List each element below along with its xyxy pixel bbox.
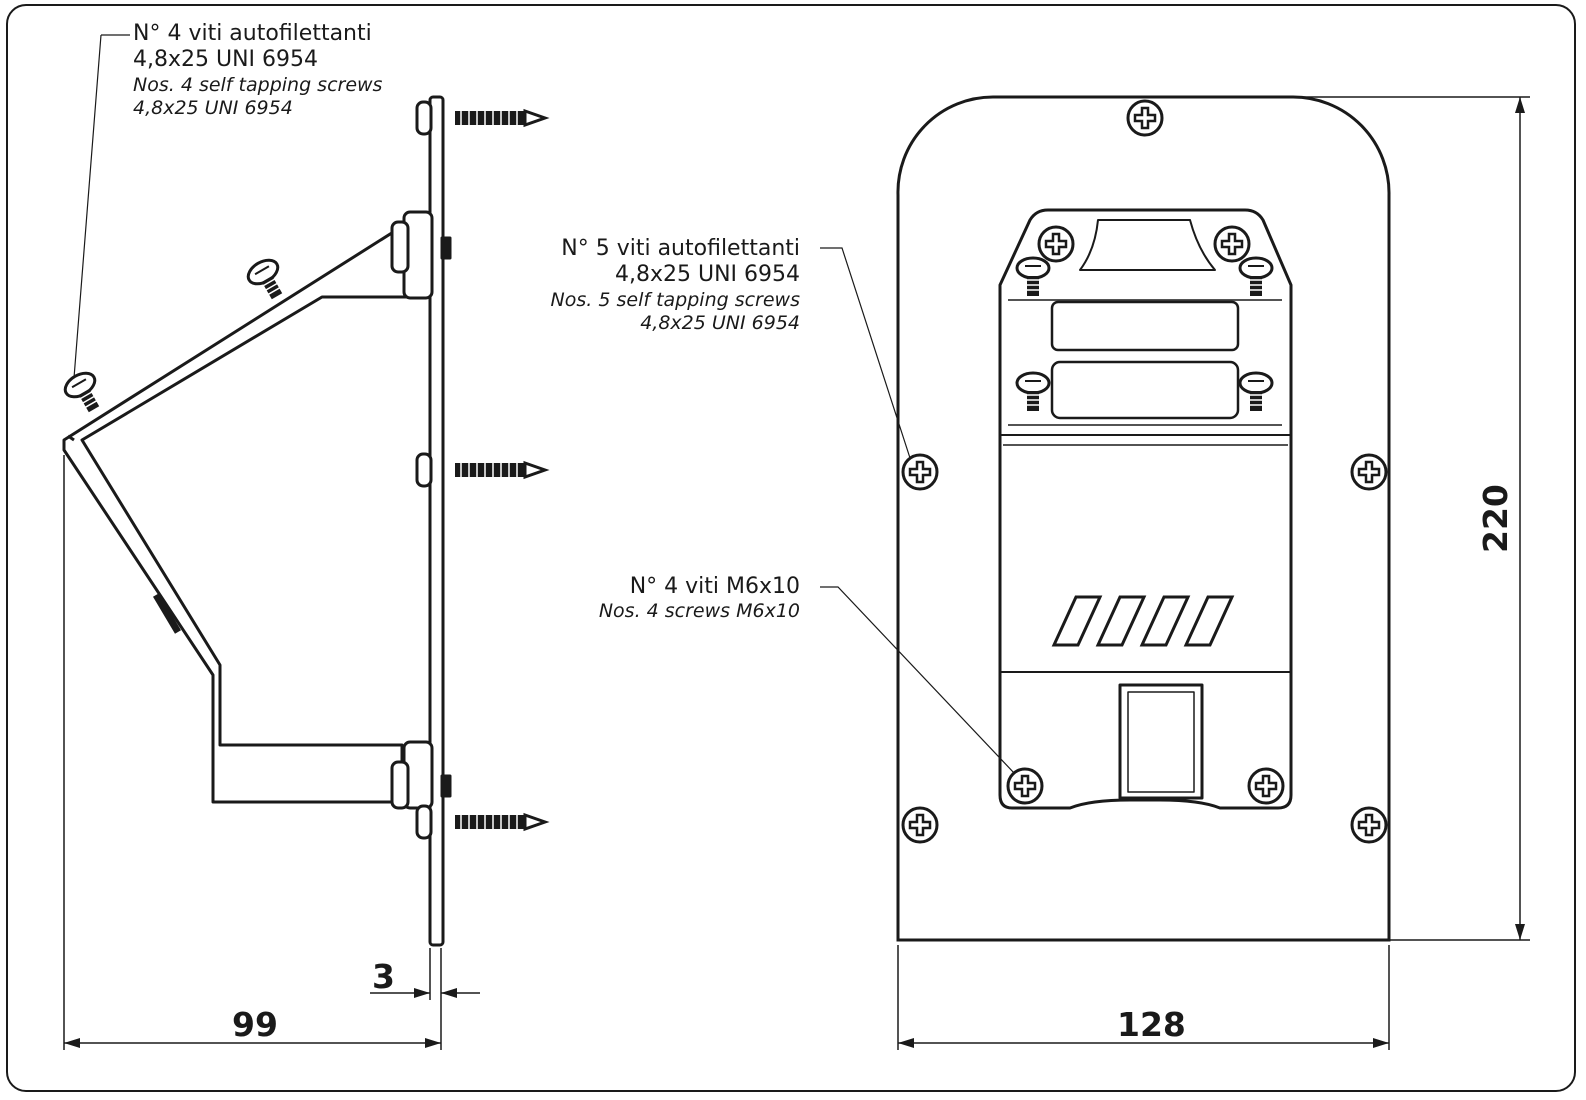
callout-m6-screws: N° 4 viti M6x10 Nos. 4 screws M6x10	[599, 574, 800, 623]
bracket-screw-tl	[1037, 225, 1075, 263]
callout-m6-line2: Nos. 4 screws M6x10	[598, 600, 800, 623]
vent-slots	[1051, 595, 1235, 647]
plate-screw-right-mid	[1350, 453, 1388, 491]
plate-screw-left-mid	[901, 453, 939, 491]
arm-screw-1	[242, 253, 293, 306]
callout-plate-screws: N° 5 viti autofilettanti 4,8x25 UNI 6954…	[551, 236, 800, 334]
plate-screw-left-low	[901, 806, 939, 844]
callout-plate-line4: 4,8x25 UNI 6954	[640, 311, 800, 334]
dim-lines-right	[897, 96, 1530, 1050]
dim-arrows-3	[414, 988, 457, 998]
bracket-body-front	[998, 208, 1293, 810]
arm-screw-2	[59, 366, 110, 419]
callout-left-line1: N° 4 viti autofilettanti	[133, 21, 372, 46]
dim-label-height: 220	[1476, 483, 1515, 553]
callout-plate-line3: Nos. 5 self tapping screws	[550, 288, 800, 311]
bracket-screw-br	[1247, 767, 1285, 805]
plate-screw-top	[1126, 99, 1164, 137]
callout-left-screws: N° 4 viti autofilettanti 4,8x25 UNI 6954…	[133, 21, 382, 119]
callout-left-line3: Nos. 4 self tapping screws	[133, 73, 383, 96]
side-view	[62, 95, 452, 947]
drawing-frame	[6, 4, 1576, 1092]
bracket-arm-side	[62, 222, 408, 804]
callout-plate-line2: 4,8x25 UNI 6954	[614, 262, 800, 288]
leader-left-screws	[73, 34, 130, 379]
dim-lines-left	[63, 455, 480, 1050]
plate-screw-right-low	[1350, 806, 1388, 844]
wall-plate-side	[428, 95, 445, 947]
dim-label-thickness: 3	[372, 957, 395, 996]
callout-left-line2: 4,8x25 UNI 6954	[133, 47, 319, 73]
callout-m6-line1: N° 4 viti M6x10	[629, 574, 800, 599]
callout-left-line4: 4,8x25 UNI 6954	[133, 96, 293, 119]
callout-plate-line1: N° 5 viti autofilettanti	[561, 236, 800, 261]
dim-label-width: 128	[1117, 1005, 1186, 1044]
bracket-screw-bl	[1006, 767, 1044, 805]
leader-plate-screws	[820, 247, 911, 459]
dim-label-depth: 99	[232, 1005, 278, 1044]
bracket-screw-tr	[1213, 225, 1251, 263]
leader-m6-screws	[820, 586, 1016, 775]
